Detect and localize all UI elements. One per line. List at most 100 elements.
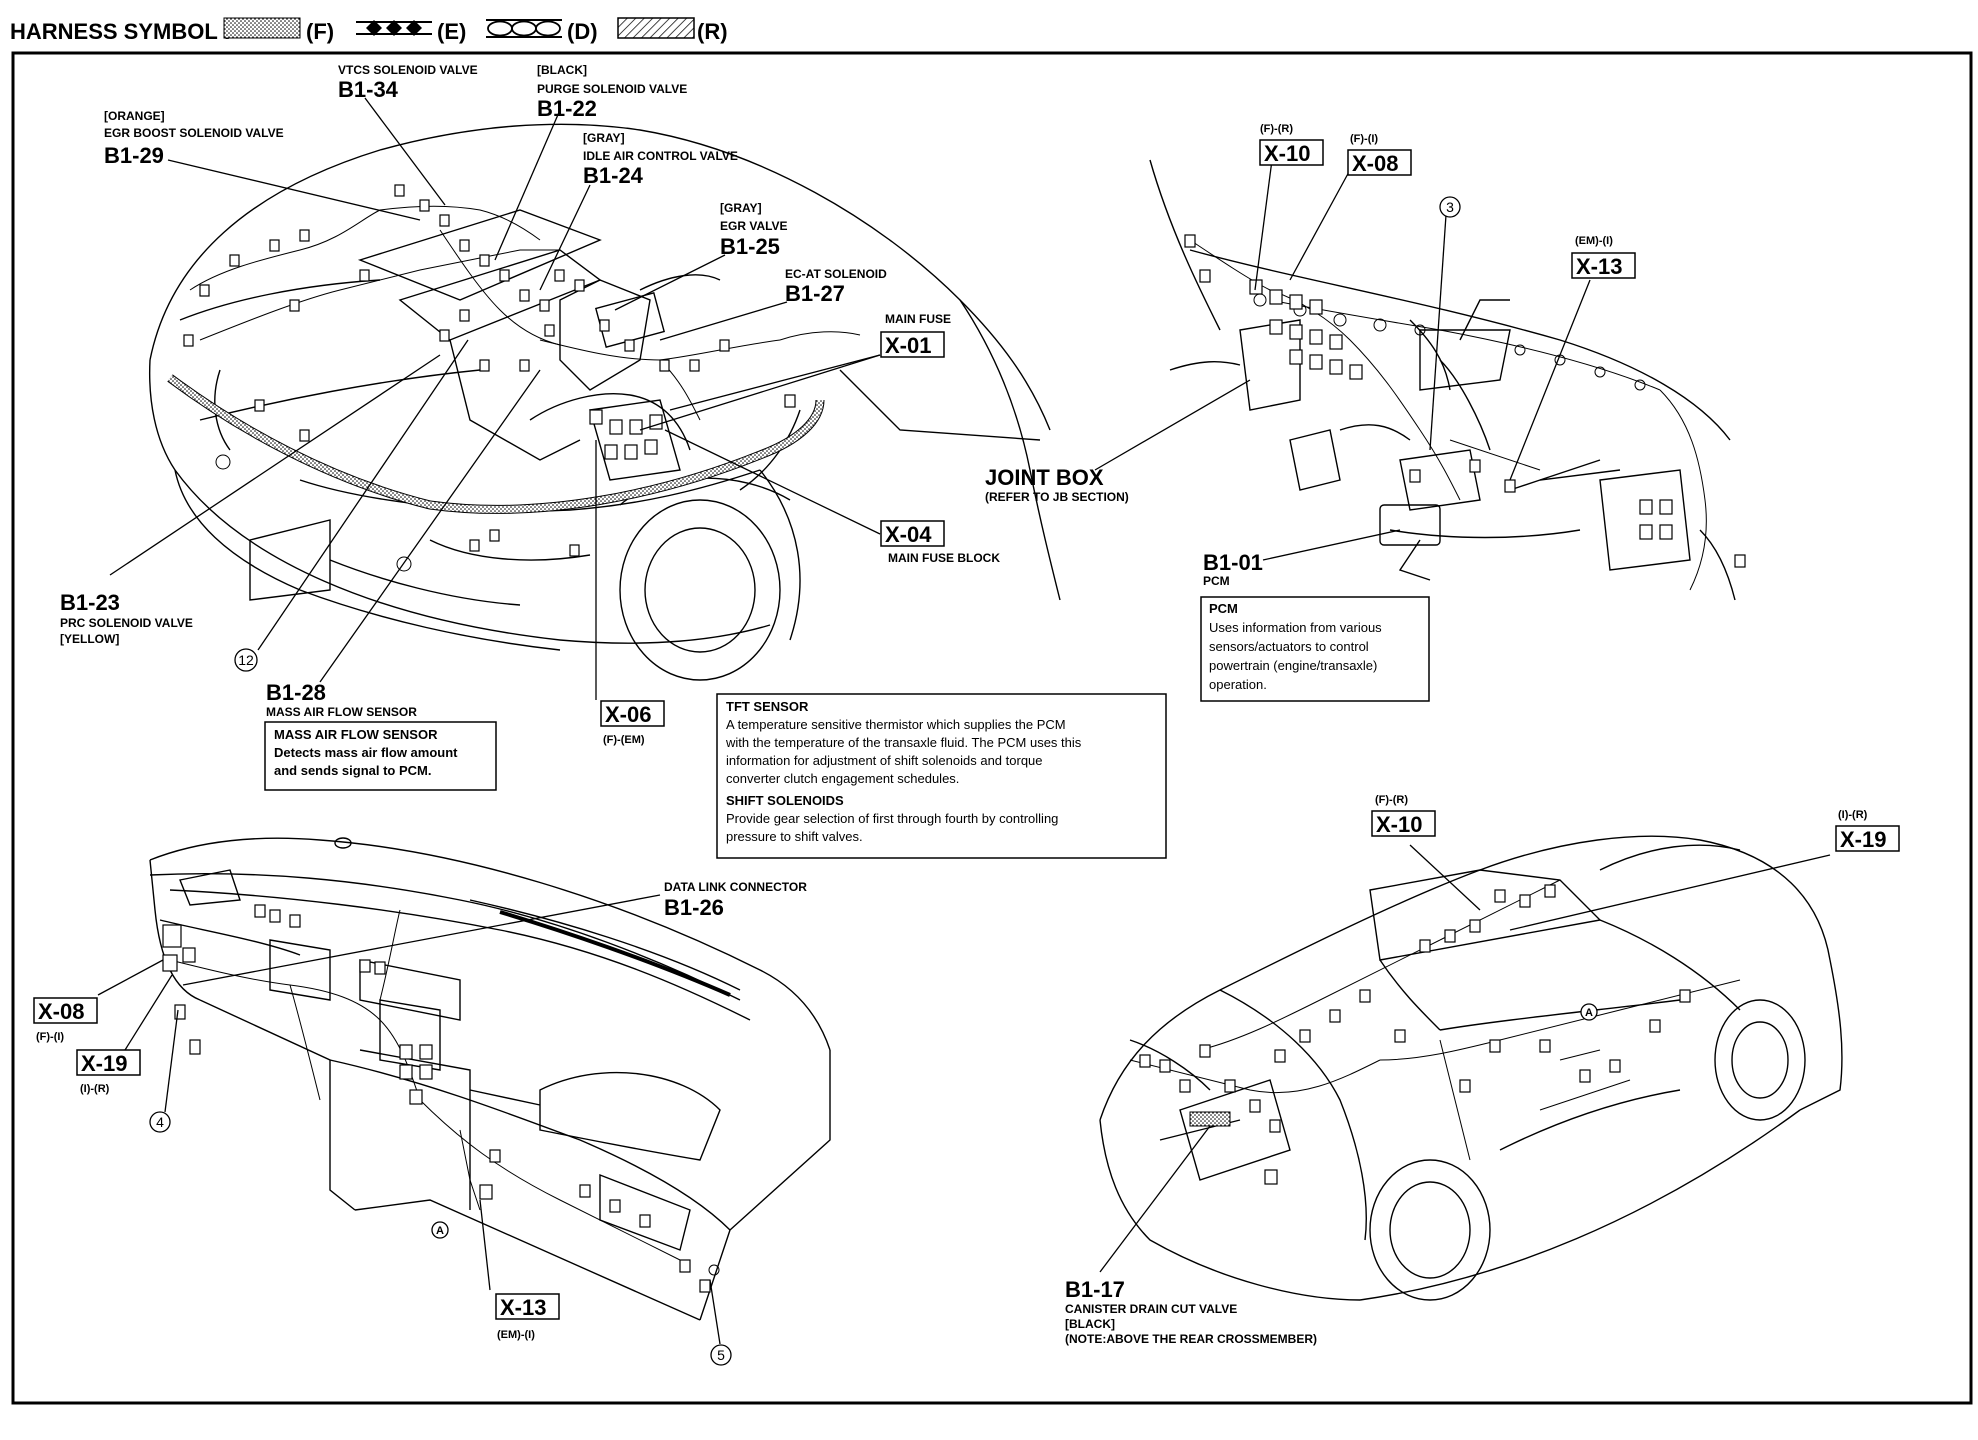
tft-note-line-4: converter clutch engagement schedules. [726, 771, 959, 786]
circle-3-label: 3 [1446, 199, 1454, 215]
vtcs-label-name: VTCS SOLENOID VALVE [338, 63, 478, 77]
tft-note-line-1: A temperature sensitive thermistor which… [726, 717, 1066, 732]
pcm-label-code: B1-01 [1203, 550, 1263, 575]
canister-label-code: B1-17 [1065, 1277, 1125, 1302]
maf-label-code: B1-28 [266, 680, 326, 705]
canister-label-note: (NOTE:ABOVE THE REAR CROSSMEMBER) [1065, 1332, 1317, 1346]
connector-circle-4 [149, 1111, 171, 1133]
circle-12-label: 12 [238, 652, 254, 668]
pcm-note-line-3: powertrain (engine/transaxle) [1209, 658, 1377, 673]
iac-label-color: [GRAY] [583, 131, 625, 145]
joint-box-ref: (REFER TO JB SECTION) [985, 490, 1129, 504]
dashboard-view [97, 837, 831, 1345]
purge-label-color: [BLACK] [537, 63, 587, 77]
dlc-label-code: B1-26 [664, 895, 724, 920]
legend-f-label: (F) [306, 19, 334, 44]
dlc-label-name: DATA LINK CONNECTOR [664, 880, 807, 894]
x13a-label-tag: (EM)-(I) [1575, 235, 1613, 247]
x08a-label-tag: (F)-(I) [1350, 133, 1378, 145]
circle-a-dash-label: A [436, 1225, 444, 1237]
iac-label-code: B1-24 [583, 163, 644, 188]
vtcs-label-code: B1-34 [338, 77, 399, 102]
connector-circle-12 [234, 648, 258, 672]
legend-e-label: (E) [437, 19, 466, 44]
x19c-code-box [1835, 825, 1900, 852]
harness-legend: HARNESS SYMBOL : (F) (E) (D) (R) [10, 17, 728, 44]
tft-note-title: TFT SENSOR [726, 699, 809, 714]
shift-note-line-2: pressure to shift valves. [726, 829, 863, 844]
connector-circle-a-rear [1580, 1003, 1598, 1021]
ecat-label-name: EC-AT SOLENOID [785, 267, 887, 281]
maf-note-title: MASS AIR FLOW SENSOR [274, 727, 438, 742]
x19b-label-code: X-19 [81, 1051, 127, 1076]
harness-symbol-r-swatch [617, 17, 695, 39]
x08b-code-box [33, 997, 98, 1024]
connector-circle-3 [1439, 196, 1461, 218]
pcm-label-name: PCM [1203, 574, 1230, 588]
engine-bay-labels: VTCS SOLENOID VALVE B1-34 [BLACK] PURGE … [60, 63, 1000, 746]
circle-5-label: 5 [717, 1347, 725, 1363]
maf-note-line-1: Detects mass air flow amount [274, 745, 458, 760]
x10b-code-box [1371, 810, 1436, 837]
x10a-label-tag: (F)-(R) [1260, 123, 1293, 135]
legend-d-label: (D) [567, 19, 598, 44]
connector-circle-5 [710, 1344, 732, 1366]
iac-label-name: IDLE AIR CONTROL VALVE [583, 149, 738, 163]
x19b-code-box [76, 1049, 141, 1076]
mainfuse-label-code: X-01 [885, 333, 931, 358]
x06-label-tag: (F)-(EM) [603, 734, 645, 746]
x10a-code-box [1259, 139, 1324, 166]
purge-label-code: B1-22 [537, 96, 597, 121]
canister-label-color: [BLACK] [1065, 1317, 1115, 1331]
pcm-note-title: PCM [1209, 601, 1238, 616]
pcm-note-line-2: sensors/actuators to control [1209, 639, 1369, 654]
x19b-label-tag: (I)-(R) [80, 1083, 110, 1095]
egrboost-label-color: [ORANGE] [104, 109, 165, 123]
x08b-label-tag: (F)-(I) [36, 1031, 64, 1043]
x08b-label-code: X-08 [38, 999, 84, 1024]
prc-label-color: [YELLOW] [60, 632, 119, 646]
x08a-label-code: X-08 [1352, 151, 1398, 176]
rear-car-labels: (F)-(R) X-10 (I)-(R) X-19 A B1-17 CANIST… [1065, 794, 1900, 1346]
legend-r-label: (R) [697, 19, 728, 44]
tft-note-line-2: with the temperature of the transaxle fl… [725, 735, 1082, 750]
x13a-code-box [1571, 252, 1636, 279]
joint-box-label: JOINT BOX [985, 465, 1104, 490]
x04-label-code: X-04 [885, 522, 932, 547]
dashboard-labels: DATA LINK CONNECTOR B1-26 X-08 (F)-(I) X… [33, 880, 807, 1366]
egr-label-color: [GRAY] [720, 201, 762, 215]
tft-note-line-3: information for adjustment of shift sole… [726, 753, 1043, 768]
x10b-label-code: X-10 [1376, 812, 1422, 837]
legend-title: HARNESS SYMBOL : [10, 19, 231, 44]
engine-bay-view [109, 97, 1061, 700]
harness-symbol-e-swatch [356, 20, 432, 36]
x06-label-code: X-06 [605, 702, 651, 727]
prc-label-code: B1-23 [60, 590, 120, 615]
ecat-label-code: B1-27 [785, 281, 845, 306]
x06-code-box [600, 700, 665, 727]
egr-label-code: B1-25 [720, 234, 780, 259]
pcm-note-box: PCM Uses information from various sensor… [1200, 596, 1430, 702]
x10b-label-tag: (F)-(R) [1375, 794, 1408, 806]
pcm-view-labels: (F)-(R) X-10 (F)-(I) X-08 3 (EM)-(I) X-1… [985, 123, 1636, 588]
circle-a-rear-label: A [1585, 1007, 1593, 1019]
harness-symbol-f-swatch [223, 17, 301, 39]
rear-car-view [1099, 835, 1843, 1301]
pcm-interior-view [1094, 159, 1746, 601]
circle-4-label: 4 [156, 1114, 164, 1130]
egrboost-label-code: B1-29 [104, 143, 164, 168]
maf-note-line-2: and sends signal to PCM. [274, 763, 431, 778]
pcm-note-line-4: operation. [1209, 677, 1267, 692]
egr-label-name: EGR VALVE [720, 219, 788, 233]
pcm-note-line-1: Uses information from various [1209, 620, 1382, 635]
x19c-label-code: X-19 [1840, 827, 1886, 852]
maf-label-name: MASS AIR FLOW SENSOR [266, 705, 417, 719]
diagram-frame [11, 51, 1973, 1405]
x13b-code-box [495, 1293, 560, 1320]
x04-code-box [880, 520, 945, 547]
x19c-label-tag: (I)-(R) [1838, 809, 1868, 821]
canister-label-name: CANISTER DRAIN CUT VALVE [1065, 1302, 1237, 1316]
tft-note-box: TFT SENSOR A temperature sensitive therm… [716, 693, 1167, 859]
shift-note-line-1: Provide gear selection of first through … [726, 811, 1058, 826]
